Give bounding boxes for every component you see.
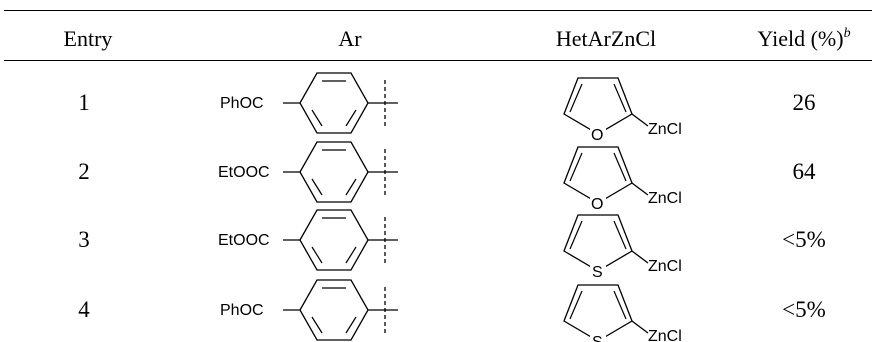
header-yield: Yield (%)b (757, 26, 850, 52)
row-3-ar-group: EtOOC (218, 232, 270, 249)
row-2-yield: 64 (792, 159, 816, 184)
row-4-ar-group: PhOC (220, 302, 264, 319)
header-entry: Entry (63, 26, 113, 51)
row-3-hetero-atom: S (592, 264, 603, 281)
row-1-ar-group: PhOC (220, 95, 264, 112)
row-4-hetero-atom: S (592, 334, 603, 342)
row-4-entry: 4 (78, 297, 90, 322)
row-1-zncl-label: ZnCl (648, 121, 682, 138)
header-yield-label: Yield (%) (757, 26, 844, 51)
row-1-aryl-structure: PhOC (220, 72, 398, 134)
row-1-yield: 26 (792, 90, 816, 115)
row-2-zncl-label: ZnCl (648, 190, 682, 207)
row-3-thiophene-structure: S ZnCl (563, 214, 682, 281)
header-hetarzncl: HetArZnCl (555, 26, 657, 51)
row-3-entry: 3 (78, 227, 90, 252)
row-4-yield: <5% (782, 297, 826, 322)
row-4-zncl-label: ZnCl (648, 328, 682, 342)
row-2-furan-structure: O ZnCl (563, 146, 682, 213)
row-4-thiophene-structure: S ZnCl (563, 284, 682, 342)
row-2-ar-group: EtOOC (218, 164, 270, 181)
row-4-aryl-structure: PhOC (220, 279, 398, 341)
row-3-yield: <5% (782, 227, 826, 252)
row-3-zncl-label: ZnCl (648, 258, 682, 275)
row-1-hetero-atom: O (591, 127, 603, 144)
top-rule (4, 10, 872, 11)
row-3-aryl-structure: EtOOC (218, 209, 398, 271)
row-2-entry: 2 (78, 159, 90, 184)
row-1-entry: 1 (78, 90, 90, 115)
row-2-hetero-atom: O (591, 196, 603, 213)
header-yield-footnote: b (843, 26, 851, 41)
header-rule (4, 60, 872, 61)
row-2-aryl-structure: EtOOC (218, 141, 398, 203)
header-ar: Ar (338, 26, 362, 51)
row-1-furan-structure: O ZnCl (563, 77, 682, 144)
